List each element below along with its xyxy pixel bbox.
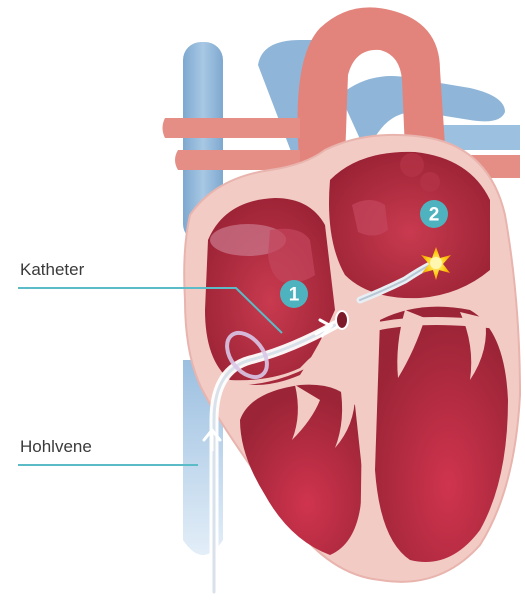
catheter-label: Katheter (20, 260, 84, 280)
marker-2-number: 2 (429, 205, 440, 226)
marker-2: 2 (420, 200, 448, 228)
marker-1: 1 (280, 280, 308, 308)
marker-1-number: 1 (289, 285, 300, 306)
vena-cava-label: Hohlvene (20, 437, 92, 457)
right-ventricle (240, 385, 362, 555)
